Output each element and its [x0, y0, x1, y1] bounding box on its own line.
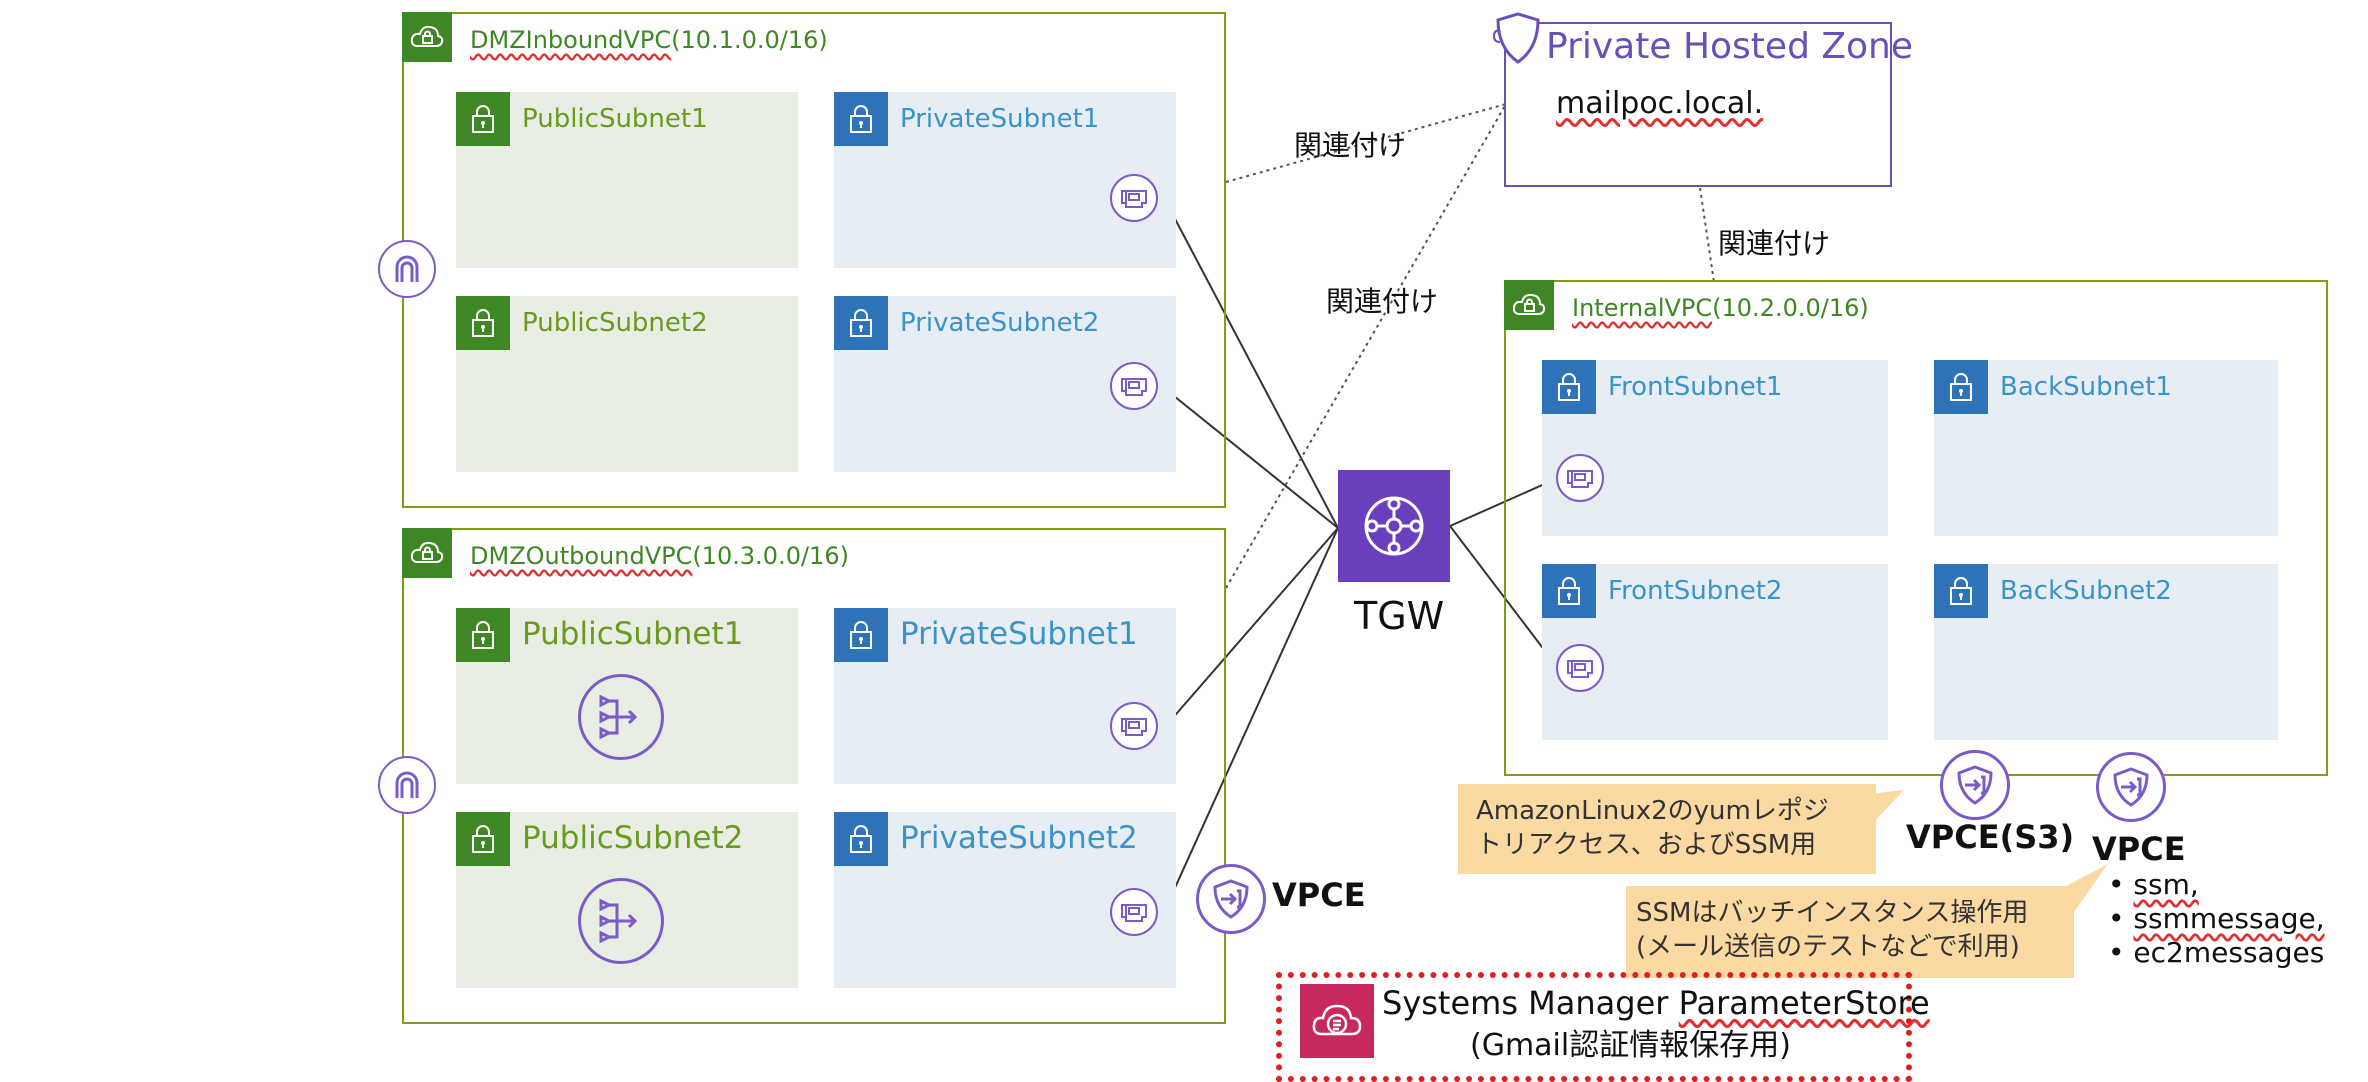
subnet-label: BackSubnet2: [2000, 576, 2172, 606]
subnet-label: FrontSubnet1: [1608, 372, 1783, 402]
lock-icon: [456, 92, 510, 146]
lock-icon: [834, 296, 888, 350]
lock-icon: [834, 608, 888, 662]
note-line: トリアクセス、およびSSM用: [1476, 830, 1817, 860]
note-line: (メール送信のテストなどで利用): [1636, 932, 2020, 962]
lock-icon: [456, 608, 510, 662]
transit-gateway-icon: [1338, 470, 1450, 582]
vpc-title: DMZOutboundVPC(10.3.0.0/16): [470, 542, 849, 570]
internet-gateway-icon: [378, 756, 436, 814]
vpc-endpoint-icon: [1940, 750, 2010, 820]
phz-title: Private Hosted Zone: [1546, 26, 1914, 67]
internet-gateway-icon: [378, 240, 436, 298]
eni-icon: [1556, 644, 1604, 692]
yum-note: AmazonLinux2のyumレポジ トリアクセス、およびSSM用: [1458, 784, 1876, 874]
lock-icon: [834, 812, 888, 866]
inbound-public-subnet-1: PublicSubnet1: [456, 92, 798, 268]
vpc-cloud-icon: [402, 528, 452, 578]
lock-icon: [834, 92, 888, 146]
eni-icon: [1110, 888, 1158, 936]
eni-icon: [1110, 174, 1158, 222]
vpce-label: VPCE: [1272, 876, 1366, 914]
vpc-endpoint-icon: [2096, 752, 2166, 822]
nat-gateway-icon: [578, 878, 664, 964]
parameter-store-title: Systems Manager ParameterStore: [1382, 984, 1930, 1022]
eni-icon: [1110, 362, 1158, 410]
lock-icon: [456, 296, 510, 350]
subnet-label: PrivateSubnet2: [900, 820, 1138, 856]
parameter-store-caption: (Gmail認証情報保存用): [1470, 1028, 1791, 1063]
subnet-label: PrivateSubnet1: [900, 104, 1100, 134]
front-subnet-2: FrontSubnet2: [1542, 564, 1888, 740]
vpce-service-item: • ssmmessage,: [2108, 902, 2325, 935]
ssm-note: SSMはバッチインスタンス操作用 (メール送信のテストなどで利用): [1626, 886, 2074, 978]
note-pointer: [2066, 864, 2108, 912]
tgw-label: TGW: [1354, 594, 1445, 638]
shield-icon: [1490, 10, 1546, 70]
association-label: 関連付け: [1294, 129, 1407, 162]
inbound-public-subnet-2: PublicSubnet2: [456, 296, 798, 472]
vpc-cloud-icon: [402, 12, 452, 62]
association-label: 関連付け: [1326, 285, 1439, 318]
subnet-label: PublicSubnet1: [522, 104, 708, 134]
eni-icon: [1556, 454, 1604, 502]
vpce-service-item: • ec2messages: [2108, 936, 2325, 969]
note-line: AmazonLinux2のyumレポジ: [1476, 796, 1829, 826]
outbound-private-subnet-1: PrivateSubnet1: [834, 608, 1176, 784]
lock-icon: [1542, 564, 1596, 618]
lock-icon: [1934, 360, 1988, 414]
lock-icon: [1934, 564, 1988, 618]
vpc-cloud-icon: [1504, 280, 1554, 330]
vpc-title: DMZInboundVPC(10.1.0.0/16): [470, 26, 828, 54]
vpc-dmz-inbound: DMZInboundVPC(10.1.0.0/16): [402, 12, 1226, 508]
subnet-label: PublicSubnet1: [522, 616, 744, 652]
vpce-service-item: • ssm,: [2108, 868, 2199, 901]
subnet-label: PublicSubnet2: [522, 820, 744, 856]
association-label: 関連付け: [1718, 227, 1831, 260]
private-hosted-zone: Private Hosted Zone mailpoc.local.: [1504, 22, 1913, 187]
back-subnet-2: BackSubnet2: [1934, 564, 2278, 740]
vpc-dmz-outbound: DMZOutboundVPC(10.3.0.0/16): [402, 528, 1226, 1024]
note-line: SSMはバッチインスタンス操作用: [1636, 898, 2029, 928]
vpc-internal: InternalVPC(10.2.0.0/16): [1504, 280, 2328, 776]
subnet-label: BackSubnet1: [2000, 372, 2172, 402]
parameter-store-icon: [1300, 984, 1374, 1058]
eni-icon: [1110, 702, 1158, 750]
lock-icon: [456, 812, 510, 866]
note-pointer: [1870, 790, 1904, 826]
subnet-label: PublicSubnet2: [522, 308, 708, 338]
vpc-endpoint-icon: [1196, 864, 1266, 934]
vpc-title: InternalVPC(10.2.0.0/16): [1572, 294, 1869, 322]
back-subnet-1: BackSubnet1: [1934, 360, 2278, 536]
subnet-label: FrontSubnet2: [1608, 576, 1783, 606]
subnet-label: PrivateSubnet1: [900, 616, 1138, 652]
lock-icon: [1542, 360, 1596, 414]
phz-domain: mailpoc.local.: [1556, 86, 1764, 121]
nat-gateway-icon: [578, 674, 664, 760]
front-subnet-1: FrontSubnet1: [1542, 360, 1888, 536]
vpce-s3-label: VPCE(S3): [1906, 818, 2075, 856]
vpce-ssm-label: VPCE: [2092, 830, 2186, 868]
subnet-label: PrivateSubnet2: [900, 308, 1100, 338]
